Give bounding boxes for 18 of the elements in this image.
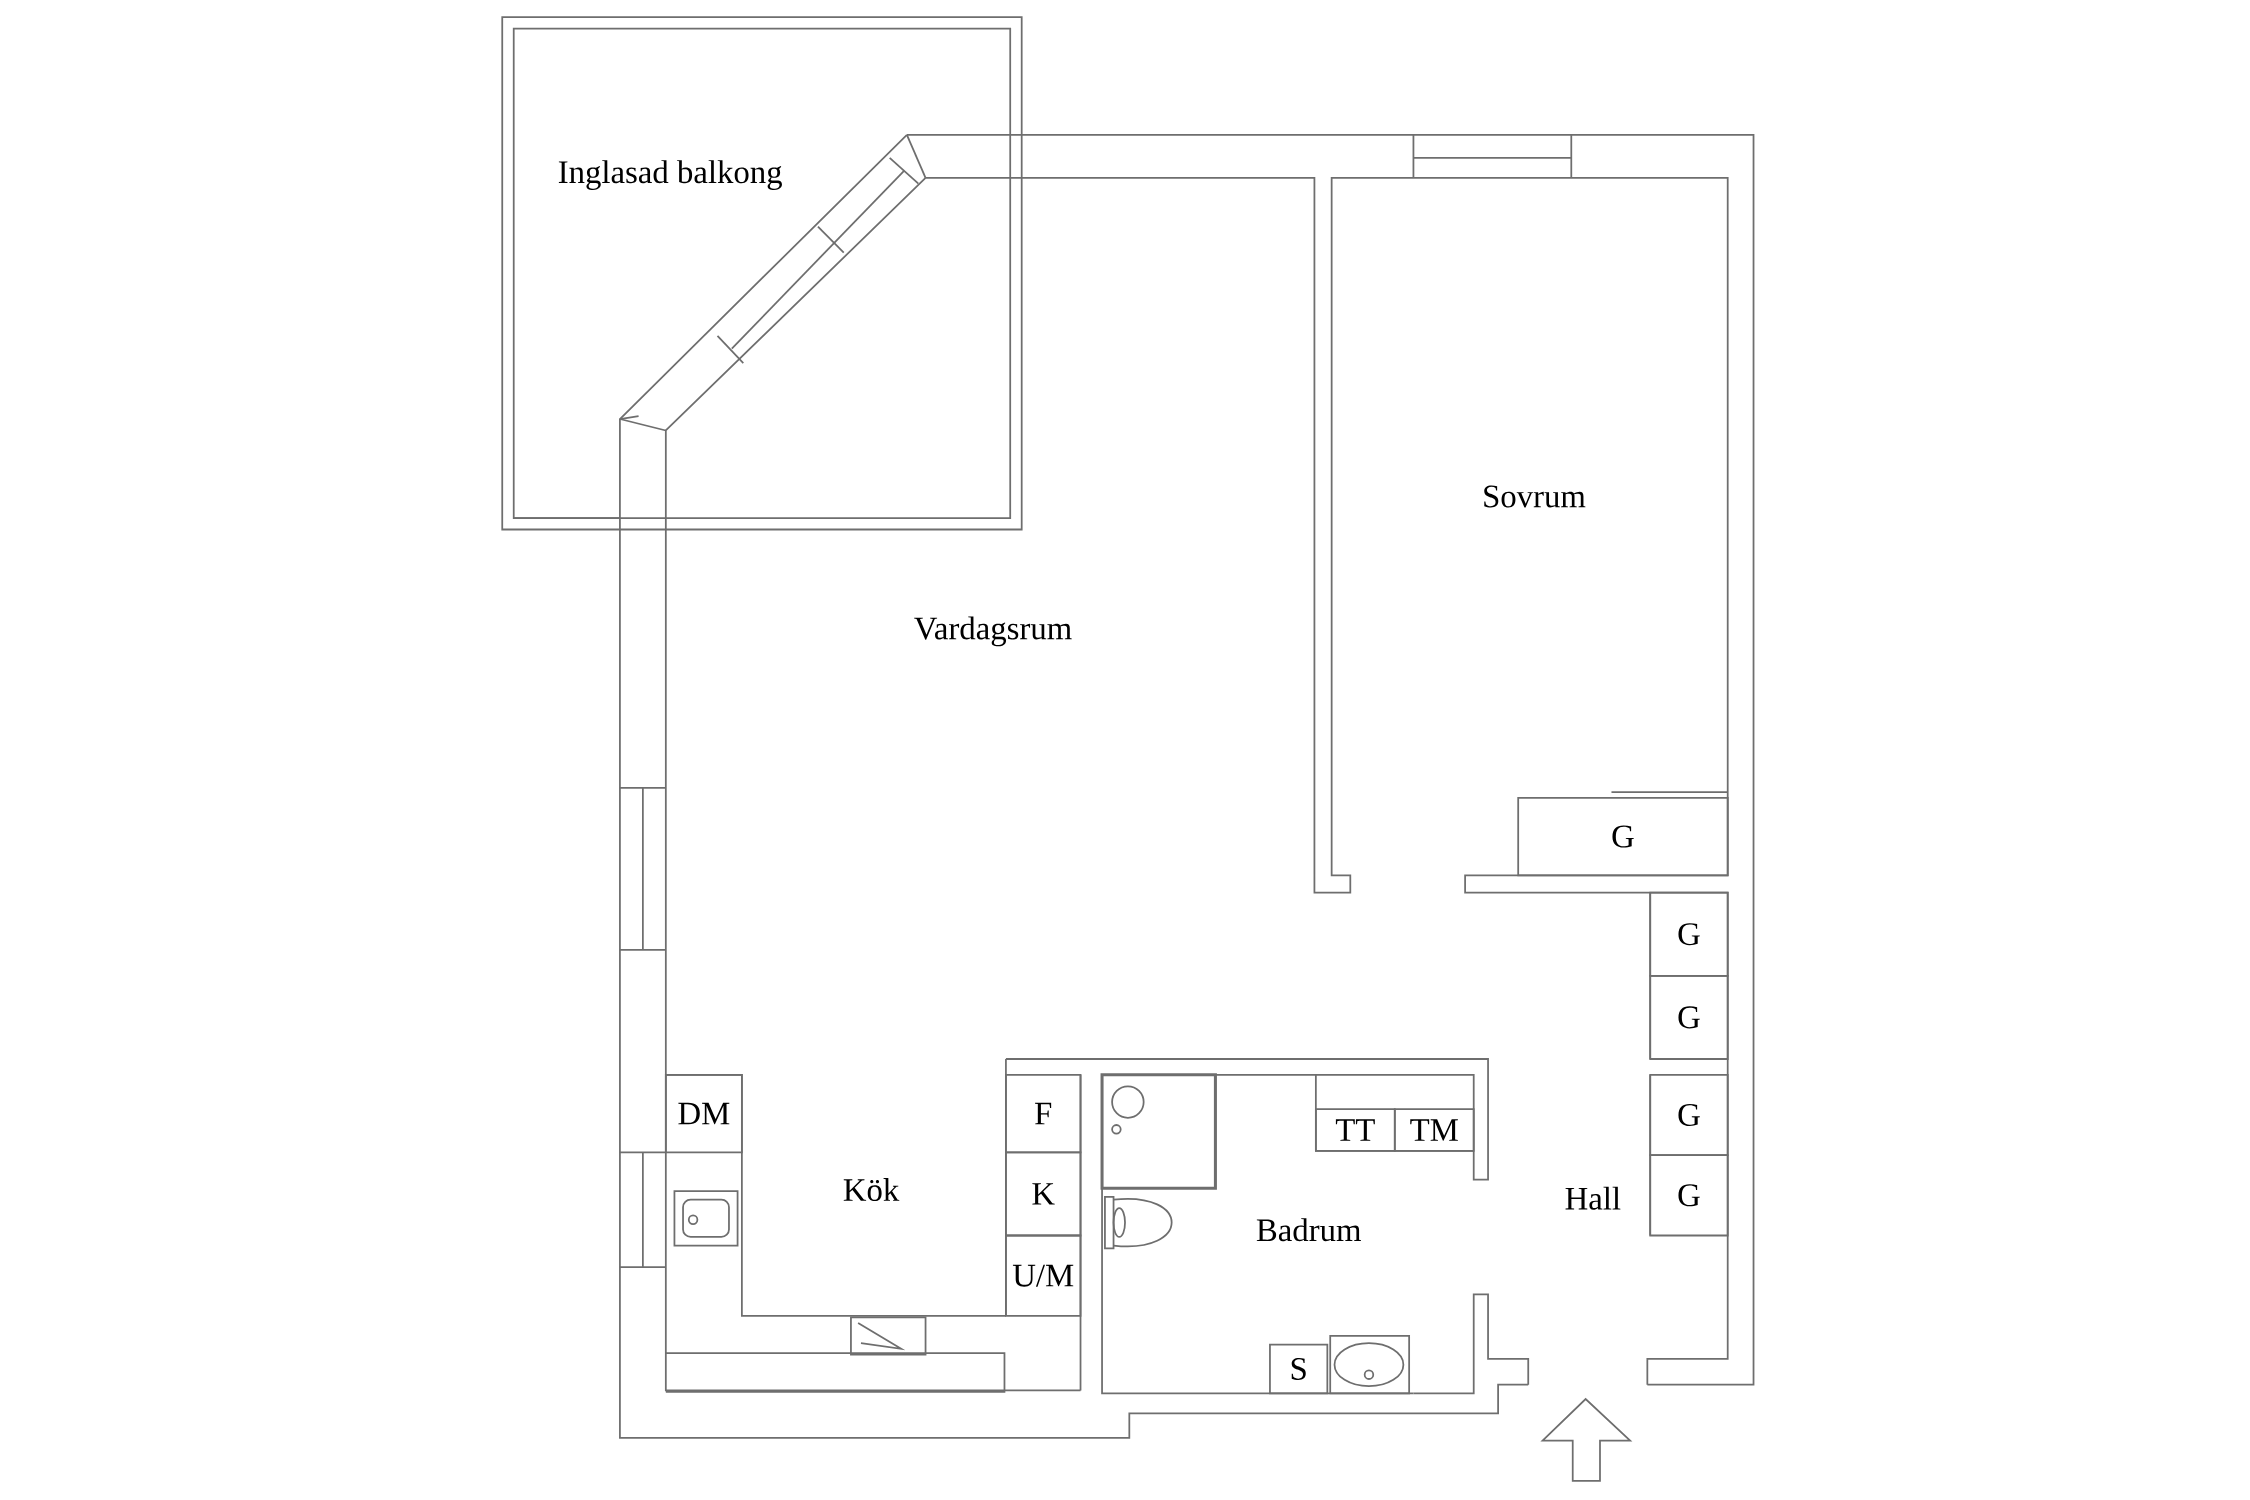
room-label: Inglasad balkong (558, 160, 782, 191)
room-label: Sovrum (1484, 485, 1586, 508)
room-label: Kök (843, 1178, 900, 1202)
room-label: Badrum (1256, 1218, 1361, 1242)
room-label: Hall (1565, 1186, 1621, 1210)
fixture-box: G (1649, 891, 1729, 977)
fixture-box: DM (664, 1074, 743, 1154)
fixture-box: TM (1393, 1108, 1475, 1152)
fixture-box: G (1649, 1074, 1729, 1157)
fixture-box: K (1005, 1151, 1082, 1237)
fixture-box: S (1269, 1343, 1329, 1395)
fixture-box: F (1005, 1074, 1082, 1154)
fixture-box: G (1517, 797, 1729, 877)
fixture-box: U/M (1005, 1234, 1082, 1317)
room-label: Vardagsrum (914, 616, 1072, 647)
fixture-box: G (1649, 975, 1729, 1061)
fixture-box: G (1649, 1154, 1729, 1237)
fixture-box: TT (1314, 1108, 1396, 1152)
